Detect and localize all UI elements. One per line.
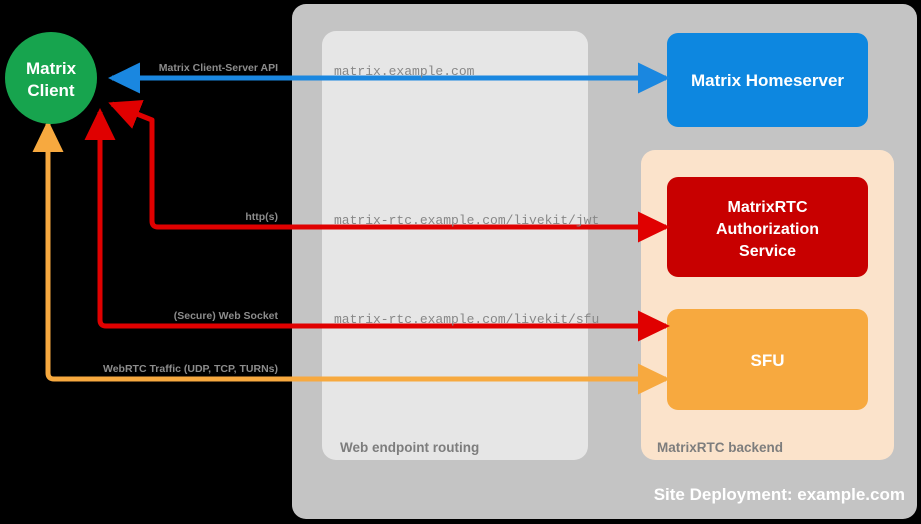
edge-livekit-sfu-protocol: (Secure) Web Socket [174, 310, 279, 322]
matrixrtc-authorization-service-label-line2: Authorization [716, 221, 819, 238]
edge-matrix-client-server-api-endpoint: matrix.example.com [334, 64, 475, 79]
edge-livekit-sfu [84, 107, 665, 329]
web-endpoint-routing-label: Web endpoint routing [340, 440, 479, 455]
edge-livekit-sfu-endpoint: matrix-rtc.example.com/livekit/sfu [334, 312, 599, 327]
matrix-homeserver-label: Matrix Homeserver [691, 71, 844, 90]
matrix-homeserver-box[interactable] [667, 33, 868, 127]
edge-webrtc-traffic [32, 119, 665, 382]
matrix-client-label-line1: Matrix [26, 59, 77, 78]
edge-webrtc-traffic-protocol: WebRTC Traffic (UDP, TCP, TURNs) [103, 363, 278, 375]
matrixrtc-authorization-service-box[interactable] [667, 177, 868, 277]
matrix-client-node[interactable] [5, 32, 97, 124]
edge-livekit-jwt-protocol: http(s) [245, 211, 278, 223]
site-deployment-label: Site Deployment: example.com [654, 485, 905, 504]
edge-livekit-jwt-endpoint: matrix-rtc.example.com/livekit/jwt [334, 213, 599, 228]
sfu-label: SFU [751, 351, 785, 370]
edge-livekit-jwt [108, 100, 665, 230]
web-endpoint-routing-panel [322, 31, 588, 460]
matrix-client-label-line2: Client [27, 81, 75, 100]
edge-matrix-client-server-api-protocol: Matrix Client-Server API [159, 62, 278, 74]
matrixrtc-authorization-service-label-line1: MatrixRTC [727, 199, 807, 216]
matrixrtc-backend-label: MatrixRTC backend [657, 440, 783, 455]
sfu-box[interactable] [667, 309, 868, 410]
matrixrtc-authorization-service-label-line3: Service [739, 243, 796, 260]
